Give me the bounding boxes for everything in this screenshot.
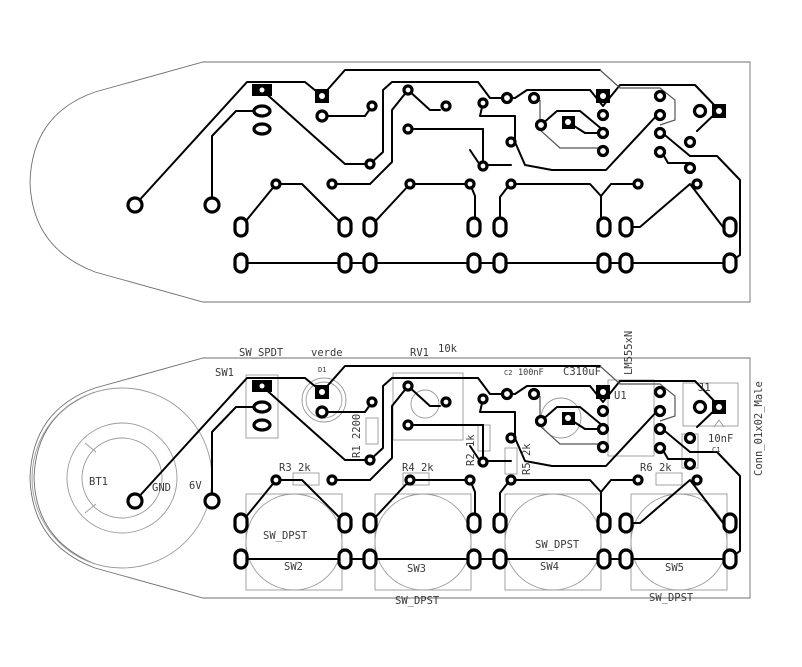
u1-value-label: LM555xN — [623, 331, 635, 375]
u1-ref-label: U1 — [614, 390, 627, 402]
c1-value-label: 10nF — [708, 433, 733, 445]
r1-label: R1 2200 — [351, 414, 363, 458]
sw3-value-label: SW_DPST — [395, 595, 440, 607]
sw3-outline — [374, 493, 472, 591]
rv1-knob — [410, 389, 440, 419]
bottom-board-outline-inner — [33, 391, 96, 565]
d1-value-label: verde — [311, 347, 343, 359]
bottom-board-outline — [29, 357, 751, 599]
sw3-ref-label: SW3 — [407, 563, 426, 575]
sw1-ref-label: SW1 — [215, 367, 234, 379]
sw5-value-label: SW_DPST — [649, 592, 694, 604]
sw5-ref-label: SW5 — [665, 562, 684, 574]
bt1-ring-inner — [81, 437, 163, 519]
sw1-value-label: SW_SPDT — [239, 347, 284, 359]
rv1-value-label: 10k — [438, 343, 458, 355]
r6-body — [655, 472, 683, 486]
c2-ref-label: C2 — [504, 369, 512, 377]
top-board-outline — [29, 61, 751, 303]
rv1-ref-label: RV1 — [410, 347, 429, 359]
j1-outline — [682, 382, 739, 427]
bt1-6v-label: 6V — [189, 480, 202, 492]
top-copper-traces — [134, 69, 741, 264]
d1-outline — [301, 377, 347, 423]
c1-ref-label: C1 — [712, 446, 720, 454]
bottom-board-view: SW_SPDT SW1 verde D1 RV1 10k C2 100nF C3… — [29, 331, 765, 607]
j1-value-label: Conn_01x02_Male — [753, 381, 765, 476]
r4-label: R4 2k — [402, 462, 434, 474]
r5-label: R5 2k — [521, 443, 533, 475]
sw4-ref-label: SW4 — [540, 561, 559, 573]
bt1-gnd-label: GND — [152, 482, 171, 494]
top-board-view — [29, 61, 751, 303]
sw2-value-label: SW_DPST — [263, 530, 308, 542]
j1-ref-label: J1 — [698, 382, 711, 394]
bt1-ref-label: BT1 — [89, 476, 108, 488]
c3-label: C310uF — [563, 366, 601, 378]
sw4-value-label: SW_DPST — [535, 539, 580, 551]
d1-ref-label: D1 — [318, 366, 326, 374]
bt1-ring-outer — [66, 422, 178, 534]
sw2-ref-label: SW2 — [284, 561, 303, 573]
r1-body — [365, 417, 379, 445]
r6-label: R6 2k — [640, 462, 672, 474]
r2-label: R2 1k — [465, 434, 477, 466]
r3-label: R3 2k — [279, 462, 311, 474]
c2-value-label: 100nF — [518, 368, 544, 378]
